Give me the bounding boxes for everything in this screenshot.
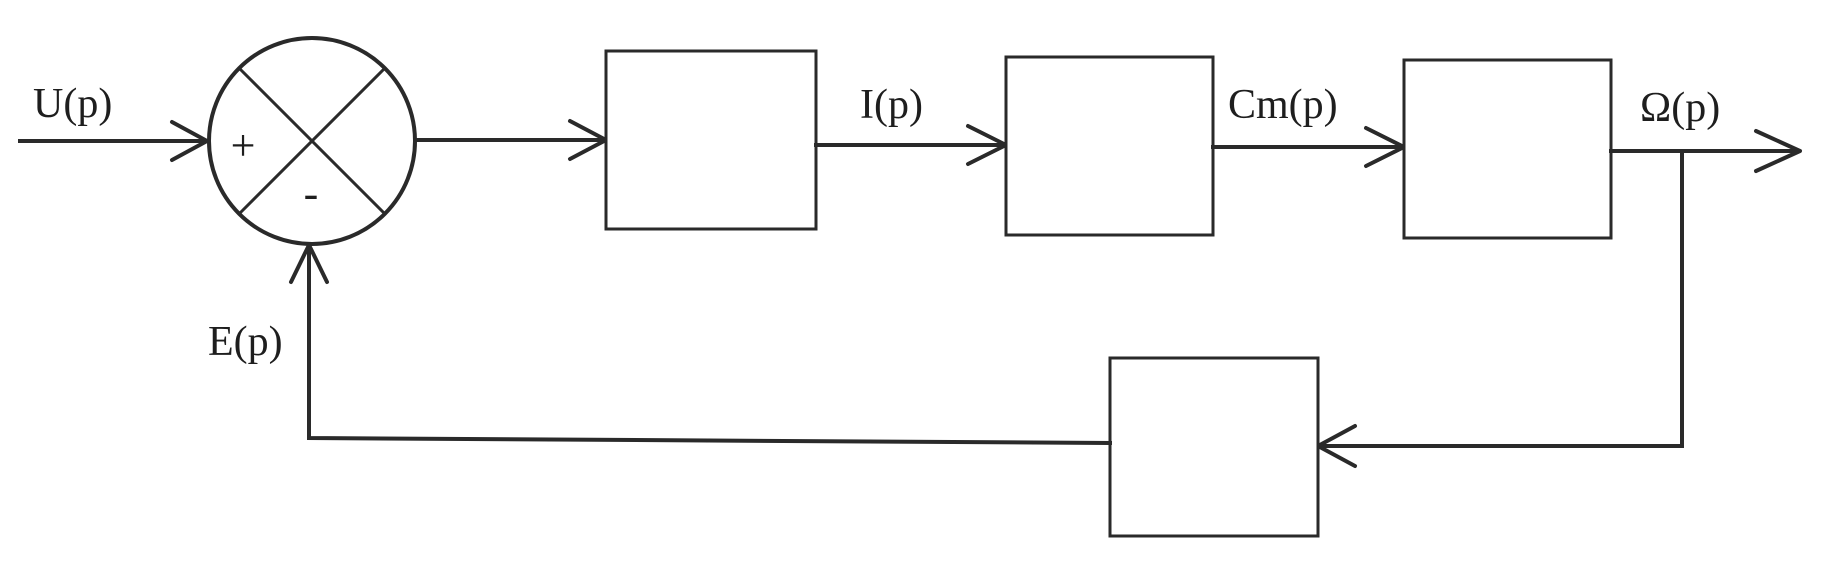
block-1	[604, 49, 818, 231]
summing-junction-cross-b	[237, 66, 387, 216]
label-output: Ω(p)	[1640, 85, 1720, 131]
feedback-arrowhead	[289, 243, 329, 284]
plus-sign: +	[231, 121, 256, 170]
minus-sign: -	[304, 169, 319, 218]
label-feedback: E(p)	[208, 319, 283, 365]
feedback-block	[1108, 356, 1320, 538]
label-current: I(p)	[860, 82, 923, 128]
block-2	[1004, 55, 1215, 237]
summing-junction: + -	[207, 36, 417, 246]
feedback-takeoff-line	[1316, 149, 1684, 448]
output-arrowhead	[1754, 129, 1802, 173]
label-input: U(p)	[33, 81, 112, 127]
label-torque: Cm(p)	[1228, 82, 1338, 128]
feedback-return-line	[307, 246, 1113, 446]
block-3	[1402, 58, 1613, 240]
